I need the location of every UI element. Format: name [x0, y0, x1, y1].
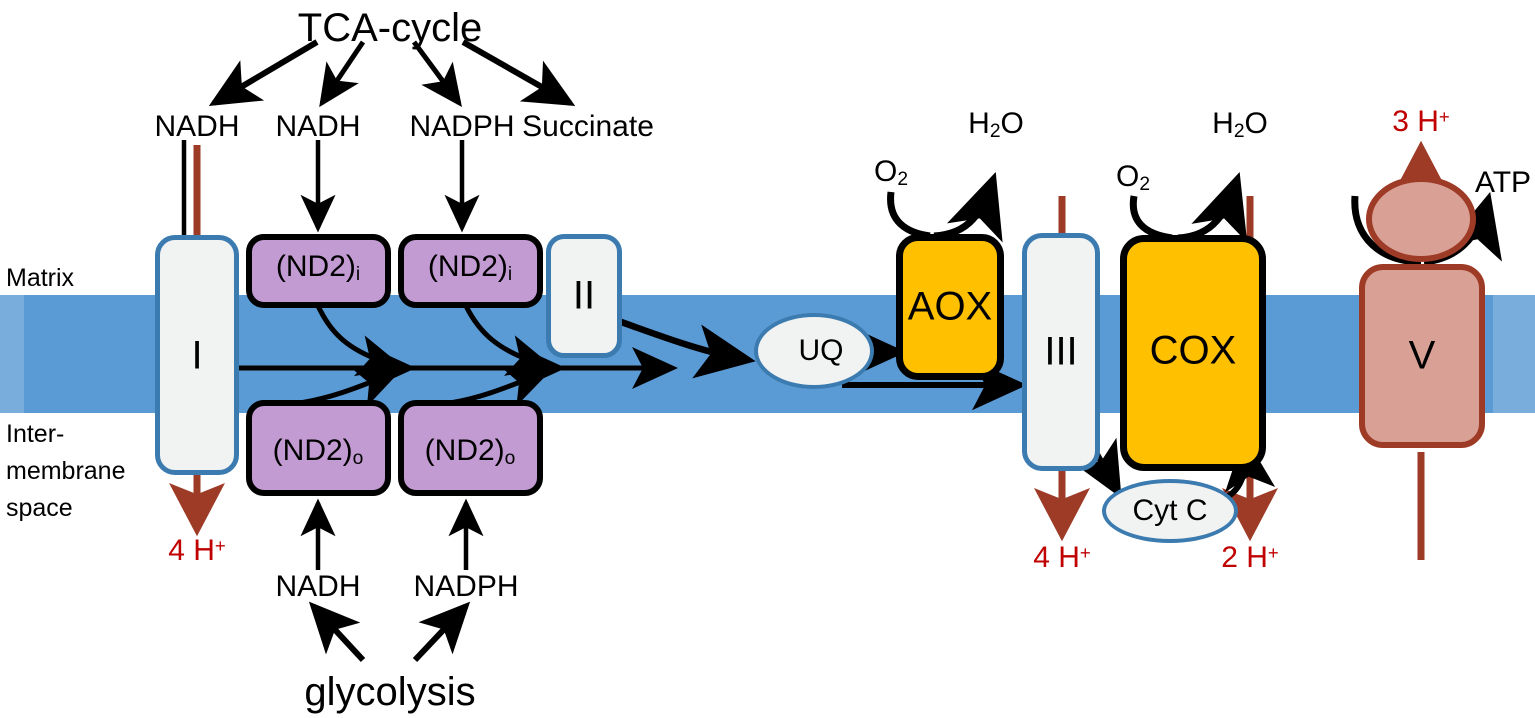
cox[interactable]: [1120, 235, 1266, 471]
substrate-nadh-tca-1: NADH: [154, 110, 240, 143]
substrate-nadph-glycolysis: NADPH: [413, 570, 519, 603]
proton-complex-i-label: 4 H+: [168, 534, 226, 567]
substrate-nadh-tca-2: NADH: [275, 110, 361, 143]
substrate-succinate: Succinate: [522, 110, 654, 143]
o2-aox-label: O2: [873, 155, 909, 191]
nd2-i-2[interactable]: [398, 234, 543, 308]
complex-v[interactable]: [1359, 264, 1485, 448]
proton-complex-iii-label: 4 H+: [1033, 541, 1091, 574]
intermembrane-label-line3: space: [6, 494, 73, 522]
complex-i[interactable]: [155, 235, 239, 475]
uq-carrier[interactable]: [754, 313, 874, 389]
intermembrane-label-line2: membrane: [6, 457, 126, 485]
glycolysis-arrows: [308, 601, 471, 663]
h2o-cox-label: H2O: [1212, 107, 1268, 143]
h2o-aox-label: H2O: [968, 107, 1024, 143]
complex-ii[interactable]: [546, 234, 622, 358]
nd2-o-1[interactable]: [246, 400, 391, 496]
matrix-label: Matrix: [6, 264, 75, 292]
o2-cox-label: O2: [1115, 160, 1151, 196]
complex-v-f1-head[interactable]: [1366, 176, 1476, 262]
aox[interactable]: [896, 234, 1004, 380]
proton-cox-label: 2 H+: [1221, 541, 1279, 574]
substrate-nadph-tca: NADPH: [409, 110, 515, 143]
substrate-nadh-glycolysis: NADH: [275, 570, 361, 603]
intermembrane-label-line1: Inter-: [6, 420, 65, 448]
atp-label: ATP: [1474, 166, 1532, 199]
proton-complex-v-label: 3 H+: [1392, 105, 1450, 138]
tca-cycle-label: TCA-cycle: [297, 6, 483, 50]
tca-arrows: [208, 39, 576, 108]
cyt-c-carrier[interactable]: [1102, 479, 1238, 543]
nd2-i-1[interactable]: [246, 234, 391, 308]
nd2-o-2[interactable]: [398, 400, 543, 496]
glycolysis-label: glycolysis: [304, 670, 476, 714]
complex-iii[interactable]: [1022, 233, 1100, 471]
